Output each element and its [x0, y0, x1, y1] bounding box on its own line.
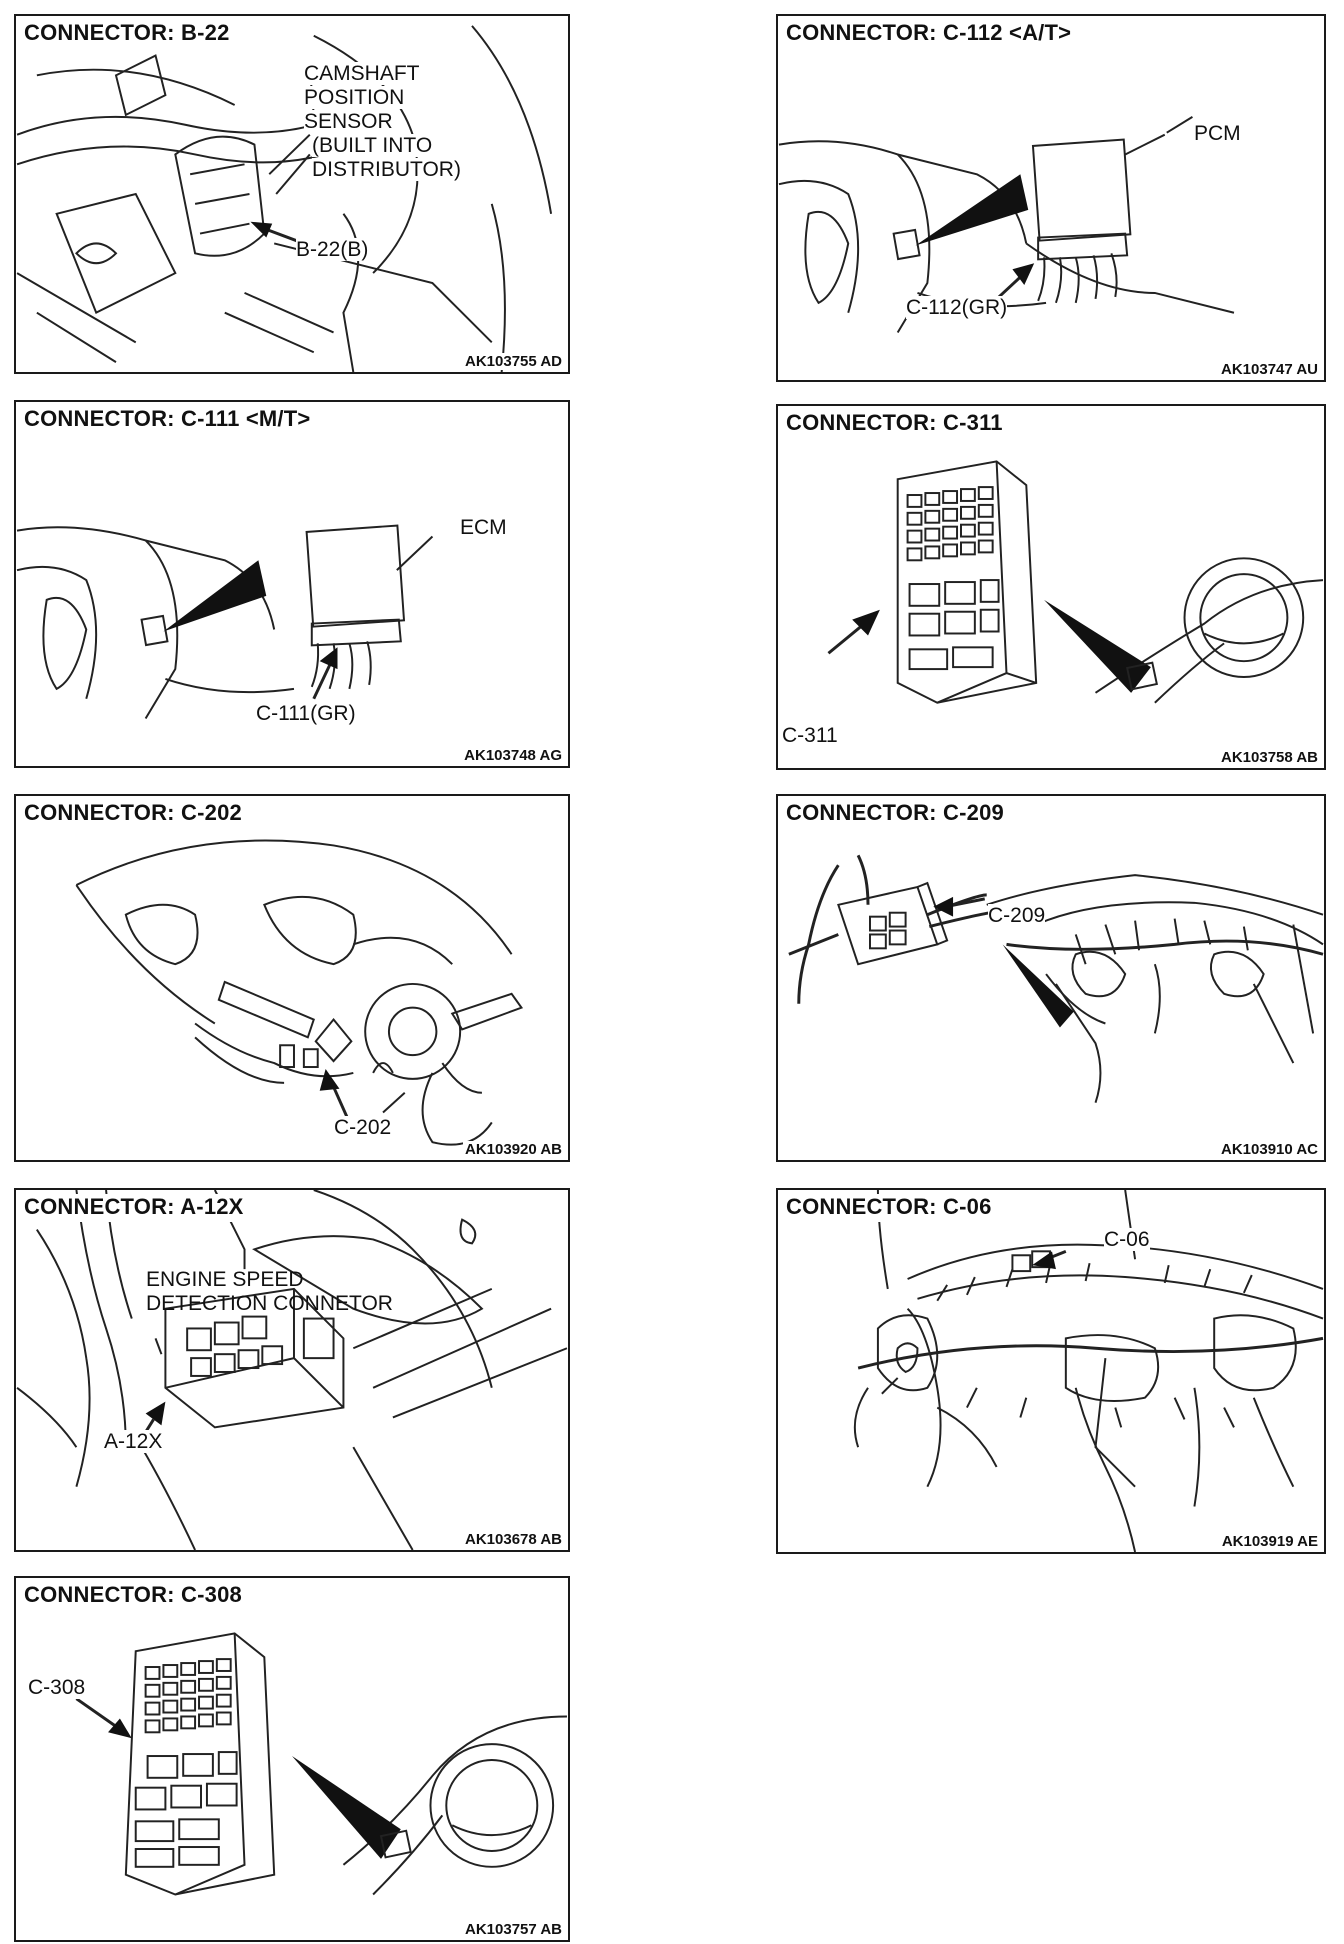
component-label-line3: SENSOR — [304, 110, 393, 133]
c202-steering-column-illustration — [75, 839, 524, 1146]
connector-callout: A-12X — [104, 1430, 163, 1453]
panel-title: CONNECTOR: C-202 — [24, 800, 246, 828]
panel-connector-b22: CONNECTOR: B-22 CAMSHAFT POSITION SENSOR… — [14, 14, 570, 374]
figure-code: AK103748 AG — [462, 747, 564, 764]
connector-callout: C-209 — [988, 904, 1046, 927]
figure-code: AK103919 AE — [1219, 1533, 1320, 1550]
panel-title: CONNECTOR: C-111 <M/T> — [24, 406, 315, 434]
component-label-line1: CAMSHAFT — [304, 62, 420, 85]
figure-code: AK103678 AB — [463, 1531, 564, 1548]
connector-callout: C-308 — [28, 1676, 86, 1699]
panel-connector-c209: CONNECTOR: C-209 C-209 AK103910 AC — [776, 794, 1326, 1162]
panel-title: CONNECTOR: A-12X — [24, 1194, 248, 1222]
panel-connector-a12x: CONNECTOR: A-12X ENGINE SPEED DETECTION … — [14, 1188, 570, 1552]
component-label: ECM — [460, 516, 507, 539]
a12x-engine-bay-illustration — [16, 1190, 568, 1550]
connector-callout: C-06 — [1104, 1228, 1150, 1251]
component-label-line4: (BUILT INTO — [312, 134, 433, 157]
panel-connector-c202: CONNECTOR: C-202 C-202 AK103920 AB — [14, 794, 570, 1162]
figure-code: AK103910 AC — [1219, 1141, 1320, 1158]
panel-title: CONNECTOR: C-209 — [786, 800, 1008, 828]
panel-title: CONNECTOR: C-308 — [24, 1582, 246, 1610]
panel-title: CONNECTOR: C-112 <A/T> — [786, 20, 1076, 48]
component-label-line2: POSITION — [304, 86, 405, 109]
connector-callout: C-111(GR) — [256, 702, 356, 725]
panel-connector-c06: CONNECTOR: C-06 C-06 AK103919 AE — [776, 1188, 1326, 1554]
figure-code: AK103758 AB — [1219, 749, 1320, 766]
panel-connector-c311: CONNECTOR: C-311 C-311 AK103758 AB — [776, 404, 1326, 770]
c06-instrument-panel-harness-illustration — [853, 1190, 1324, 1552]
component-label-line5: DISTRIBUTOR) — [312, 158, 461, 181]
component-label-line2: DETECTION CONNETOR — [146, 1292, 393, 1315]
panel-connector-c111: CONNECTOR: C-111 <M/T> ECM C-111(GR) AK1… — [14, 400, 570, 768]
figure-code: AK103920 AB — [463, 1141, 564, 1158]
figure-code: AK103757 AB — [463, 1921, 564, 1938]
b22-engine-illustration — [16, 25, 553, 372]
component-label: PCM — [1194, 122, 1241, 145]
component-label-line1: ENGINE SPEED — [146, 1268, 304, 1291]
c209-wiring-harness-illustration — [788, 854, 1324, 1103]
panel-connector-c112: CONNECTOR: C-112 <A/T> PCM C-112(GR) AK1… — [776, 14, 1326, 382]
connector-callout: B-22(B) — [296, 238, 369, 261]
c111-dashboard-illustration — [16, 524, 434, 720]
figure-code: AK103755 AD — [463, 353, 564, 370]
panel-connector-c308: CONNECTOR: C-308 C-308 AK103757 AB — [14, 1576, 570, 1942]
connector-callout: C-202 — [334, 1116, 392, 1139]
connector-callout: C-112(GR) — [906, 296, 1008, 319]
panel-title: CONNECTOR: B-22 — [24, 20, 234, 48]
connector-callout: C-311 — [782, 724, 838, 747]
c311-junction-block-illustration — [827, 460, 1324, 704]
c112-dashboard-illustration — [778, 116, 1235, 334]
figure-code: AK103747 AU — [1219, 361, 1320, 378]
panel-title: CONNECTOR: C-06 — [786, 1194, 996, 1222]
c308-junction-block-illustration — [75, 1632, 567, 1896]
panel-title: CONNECTOR: C-311 — [786, 410, 1007, 438]
